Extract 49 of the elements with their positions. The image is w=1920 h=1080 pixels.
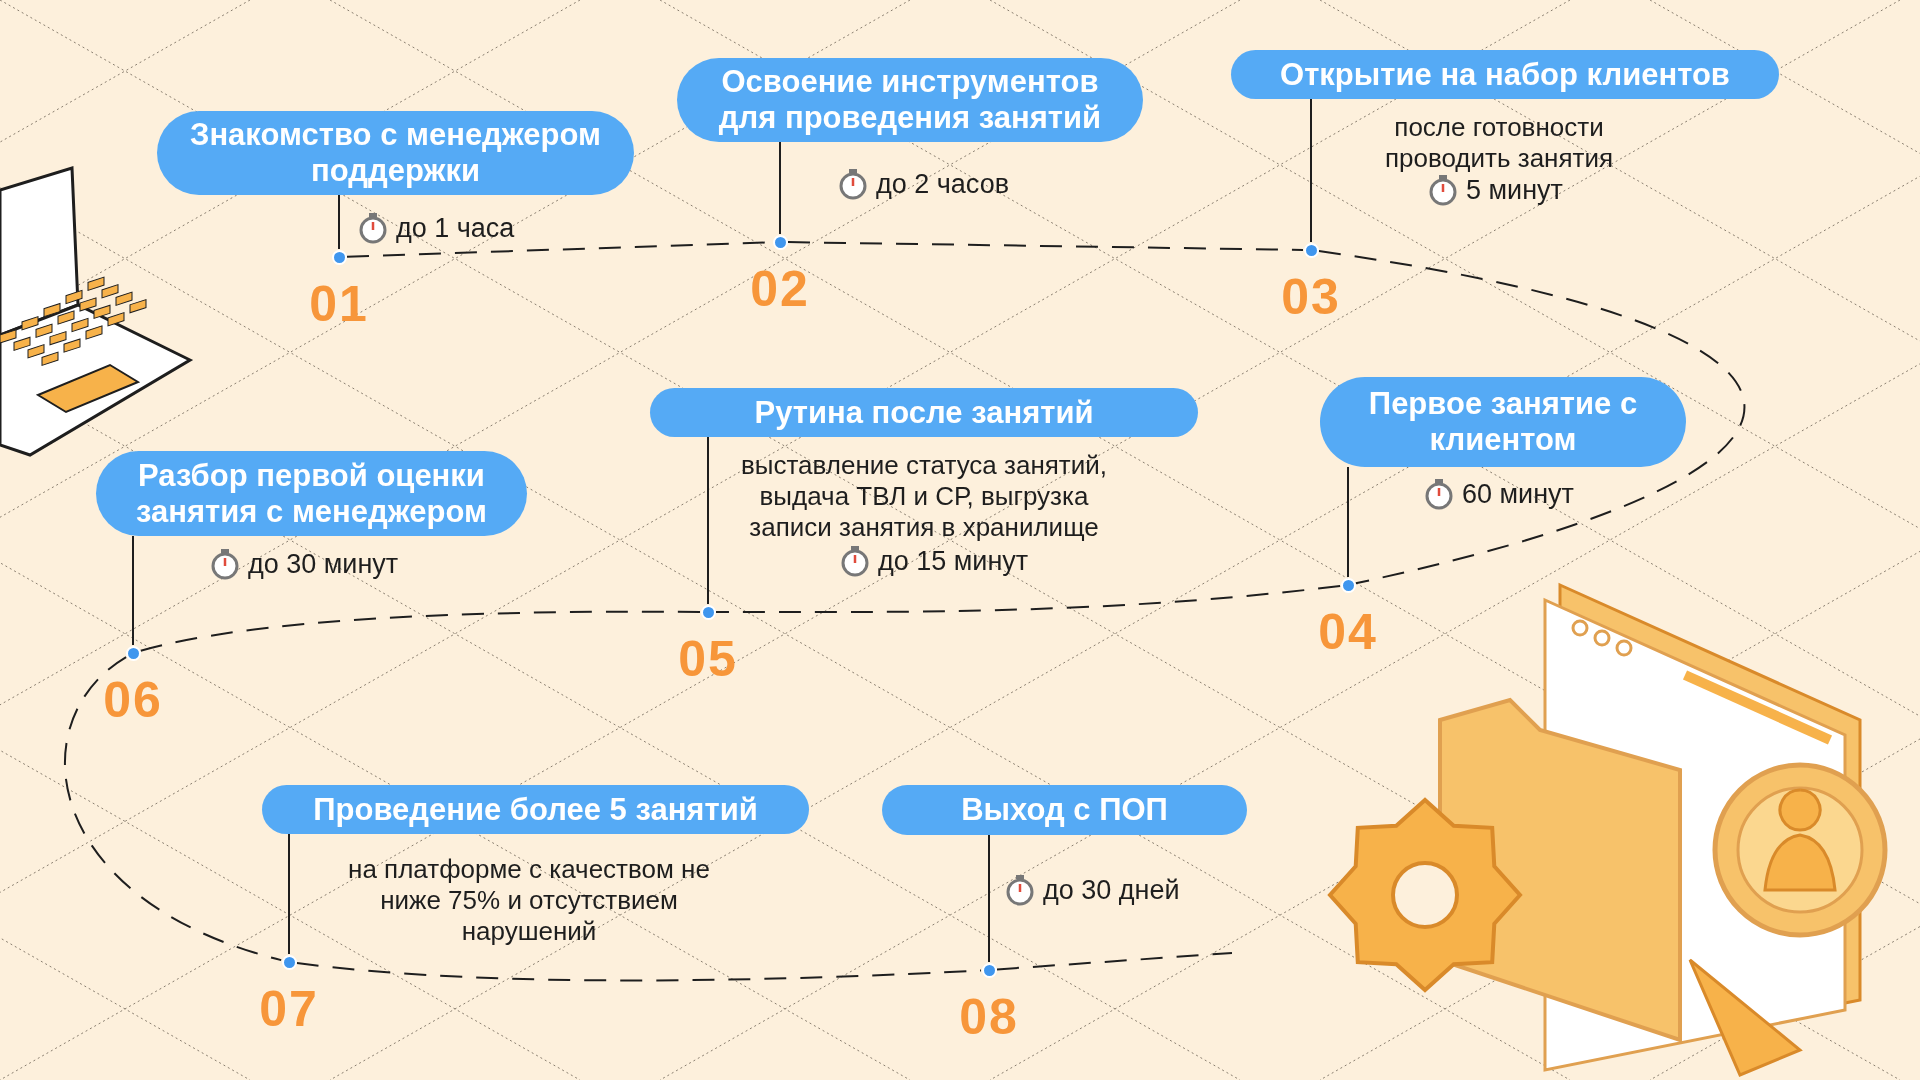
leader-line xyxy=(779,141,781,235)
step-dot xyxy=(281,954,297,970)
dashed-path-line xyxy=(295,962,982,982)
step-number: 06 xyxy=(102,671,164,729)
dashed-path-line xyxy=(996,952,1233,971)
leader-line xyxy=(338,194,340,250)
duration-text: до 2 часов xyxy=(876,168,1010,200)
step-pill: Рутина после занятий xyxy=(650,388,1198,437)
step-pill: Открытие на набор клиентов xyxy=(1231,50,1779,99)
duration-text: до 1 часа xyxy=(396,212,515,244)
step-description: на платформе с качеством не ниже 75% и отсутствием нарушений xyxy=(347,854,711,947)
leader-line xyxy=(1310,98,1312,243)
dashed-path-line xyxy=(715,585,1342,614)
step-dot xyxy=(125,645,141,661)
leader-line xyxy=(1347,466,1349,578)
step-description: после готовности проводить занятия xyxy=(1383,112,1615,174)
duration-text: до 30 дней xyxy=(1043,874,1180,906)
dashed-path-line xyxy=(787,241,1304,251)
dashed-path-line xyxy=(64,656,283,962)
step-dot xyxy=(772,234,788,250)
duration-text: до 30 минут xyxy=(248,548,399,580)
step-dot xyxy=(700,604,716,620)
step-number: 05 xyxy=(677,630,739,688)
step-number: 03 xyxy=(1280,268,1342,326)
step-number: 07 xyxy=(258,980,320,1038)
leader-line xyxy=(707,436,709,605)
dashed-path-line xyxy=(1317,250,1746,585)
step-pill: Знакомство с менеджером поддержки xyxy=(157,111,634,195)
step-dot xyxy=(331,249,347,265)
step-pill: Проведение более 5 занятий xyxy=(262,785,809,834)
duration-text: 60 минут xyxy=(1462,478,1574,510)
step-description: выставление статуса занятий, выдача ТВЛ и СР, выгрузка записи занятия в хранилище xyxy=(739,450,1109,543)
leader-line xyxy=(132,535,134,646)
step-number: 01 xyxy=(308,275,370,333)
step-pill: Разбор первой оценки занятия с менеджером xyxy=(96,451,527,536)
step-dot xyxy=(981,962,997,978)
step-pill: Первое занятие с клиентом xyxy=(1320,377,1686,467)
step-dot xyxy=(1303,242,1319,258)
step-pill: Освоение инструментов для проведения занятий xyxy=(677,58,1143,142)
leader-line xyxy=(988,834,990,963)
step-number: 04 xyxy=(1317,603,1379,661)
duration-text: до 15 минут xyxy=(878,545,1029,577)
step-dot xyxy=(1340,577,1356,593)
step-number: 08 xyxy=(958,988,1020,1046)
duration-text: 5 минут xyxy=(1466,174,1563,206)
step-pill: Выход с ПОП xyxy=(882,785,1247,835)
leader-line xyxy=(288,833,290,955)
dashed-path-line xyxy=(139,610,701,652)
step-number: 02 xyxy=(749,260,811,318)
